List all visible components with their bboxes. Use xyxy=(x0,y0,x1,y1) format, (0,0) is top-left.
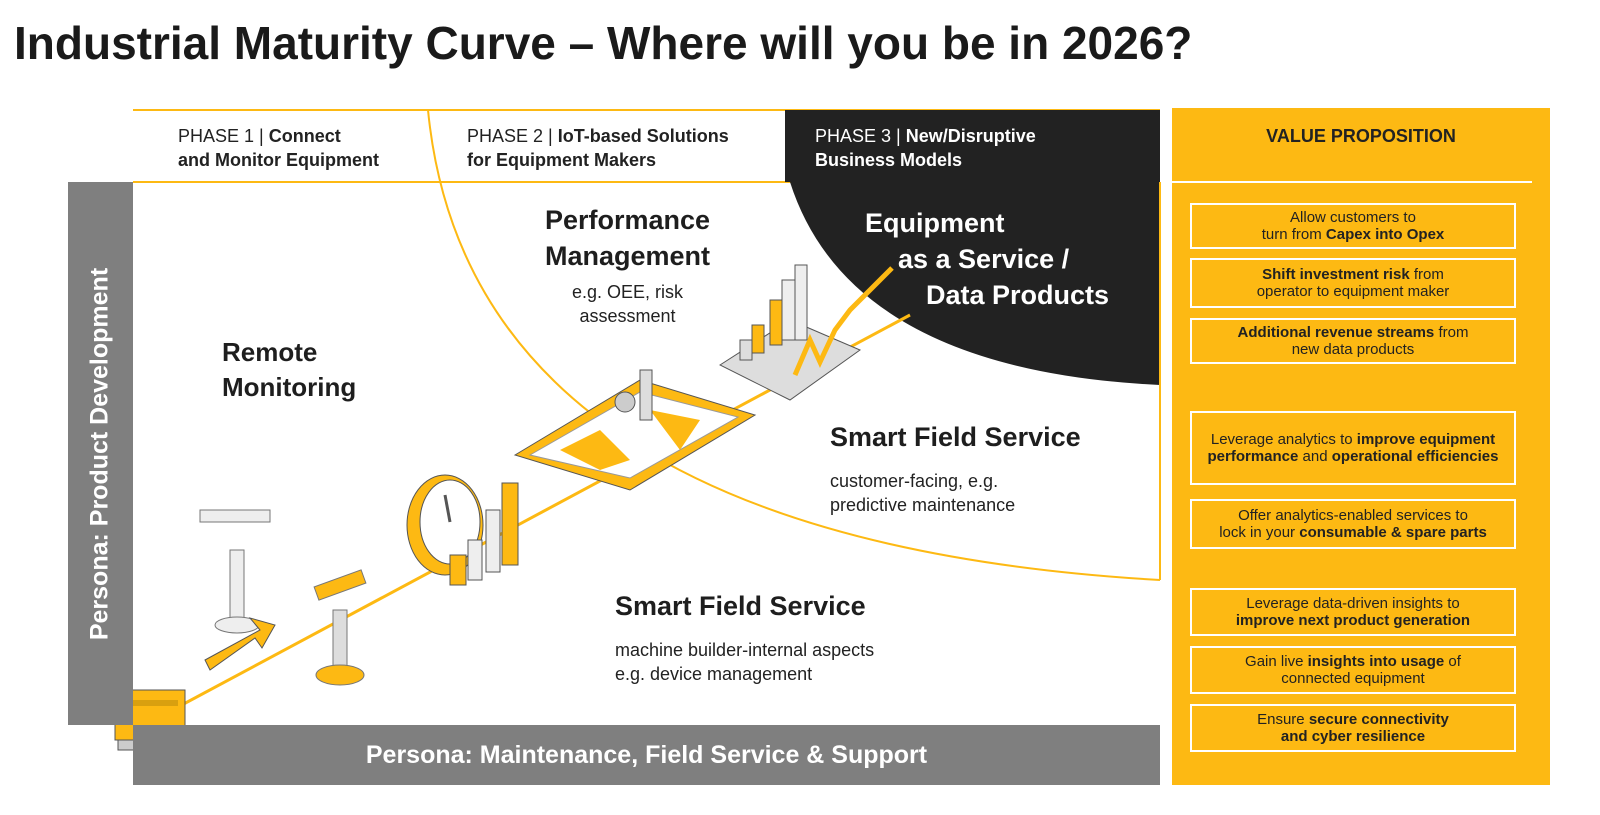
emphasis-text: improve equipment performance xyxy=(1207,431,1496,465)
label-line: Management xyxy=(544,241,711,271)
text: Gain live xyxy=(1245,653,1308,670)
wind-turbine-icon xyxy=(199,509,271,634)
text: new data products xyxy=(1291,341,1415,358)
analytics-chart-icon xyxy=(718,264,894,401)
page-title: Industrial Maturity Curve – Where will y… xyxy=(14,17,1193,69)
emphasis-text: consumable & spare parts xyxy=(1299,524,1487,541)
text: from xyxy=(1409,266,1444,283)
phase-title: Connect xyxy=(268,126,341,146)
value-proposition-item: Gain live insights into usage of connecte… xyxy=(1190,646,1516,694)
value-proposition-title: VALUE PROPOSITION xyxy=(1266,126,1456,146)
text: Ensure xyxy=(1257,711,1309,728)
emphasis-text: secure connectivity xyxy=(1308,711,1449,728)
label-line: as a Service / xyxy=(898,244,1070,274)
divider xyxy=(1172,181,1532,183)
text: Leverage analytics to xyxy=(1210,431,1357,448)
sub-line: machine builder-internal aspects xyxy=(615,640,875,660)
persona-left-bar: Persona: Product Development xyxy=(68,182,133,725)
value-proposition-item: Leverage analytics to improve equipment … xyxy=(1190,411,1516,485)
label-line: Monitoring xyxy=(222,372,357,402)
label-title: Smart Field Service xyxy=(615,591,866,621)
phase3-region xyxy=(790,182,1160,385)
text: Leverage data-driven insights to xyxy=(1246,595,1460,612)
text: lock in your xyxy=(1219,524,1300,541)
value-proposition-item: Additional revenue streams from new data … xyxy=(1190,318,1516,364)
text: of xyxy=(1444,653,1461,670)
phase-title-2: Business Models xyxy=(815,150,963,170)
stage-smart-field-service-internal: Smart Field Service machine builder-inter… xyxy=(615,591,874,686)
sub-line: e.g. device management xyxy=(615,664,813,684)
sub-line: e.g. OEE, risk xyxy=(571,282,684,302)
emphasis-text: Shift investment risk xyxy=(1262,266,1410,283)
sub-line: predictive maintenance xyxy=(830,495,1016,515)
emphasis-text: Additional revenue streams xyxy=(1237,324,1435,341)
phase-2-header: PHASE 2 | IoT-based Solutions for Equipme… xyxy=(467,124,729,172)
emphasis-text: operational efficiencies xyxy=(1331,448,1499,465)
label-title: Smart Field Service xyxy=(830,422,1081,452)
phase-prefix: PHASE 2 | xyxy=(467,126,558,146)
phase-title-2: and Monitor Equipment xyxy=(178,150,379,170)
text: operator to equipment maker xyxy=(1256,283,1450,300)
sub-line: customer-facing, e.g. xyxy=(830,471,999,491)
text: turn from xyxy=(1261,226,1326,243)
label-line: Data Products xyxy=(926,280,1110,310)
text: Offer analytics-enabled services to xyxy=(1238,507,1468,524)
stage-equipment-as-a-service: Equipment as a Service / Data Products xyxy=(850,205,1140,313)
label-line: Remote xyxy=(222,337,318,367)
phase-title: IoT-based Solutions xyxy=(557,126,729,146)
label-line: Performance xyxy=(544,205,711,235)
text: Allow customers to xyxy=(1290,209,1416,226)
arrow-icon xyxy=(204,617,276,671)
label-line: Equipment xyxy=(865,208,1005,238)
sub-line: assessment xyxy=(579,306,676,326)
stage-smart-field-service-customer: Smart Field Service customer-facing, e.g.… xyxy=(830,422,1081,517)
emphasis-text: improve next product generation xyxy=(1235,612,1471,629)
world-map-icon xyxy=(513,369,757,491)
phase-prefix: PHASE 1 | xyxy=(178,126,269,146)
text: from xyxy=(1434,324,1469,341)
phase-title-2: for Equipment Makers xyxy=(467,150,657,170)
persona-maintenance: Persona: Maintenance, Field Service & Su… xyxy=(133,725,1160,785)
phase-title: New/Disruptive xyxy=(905,126,1036,146)
text: and xyxy=(1298,448,1332,465)
phase-prefix: PHASE 3 | xyxy=(815,126,906,146)
wind-turbine-yellow-icon xyxy=(313,569,367,686)
text: connected equipment xyxy=(1281,670,1425,687)
phase3-header-bg xyxy=(785,110,1160,182)
gauge-chart-icon xyxy=(406,474,519,586)
persona-product-development: Persona: Product Development xyxy=(85,267,114,641)
emphasis-text: Capex into Opex xyxy=(1325,226,1445,243)
emphasis-text: and cyber resilience xyxy=(1280,728,1426,745)
phase-1-header: PHASE 1 | Connect and Monitor Equipment xyxy=(178,124,379,172)
maturity-curve-graphic xyxy=(114,109,1161,751)
emphasis-text: insights into usage xyxy=(1307,653,1445,670)
